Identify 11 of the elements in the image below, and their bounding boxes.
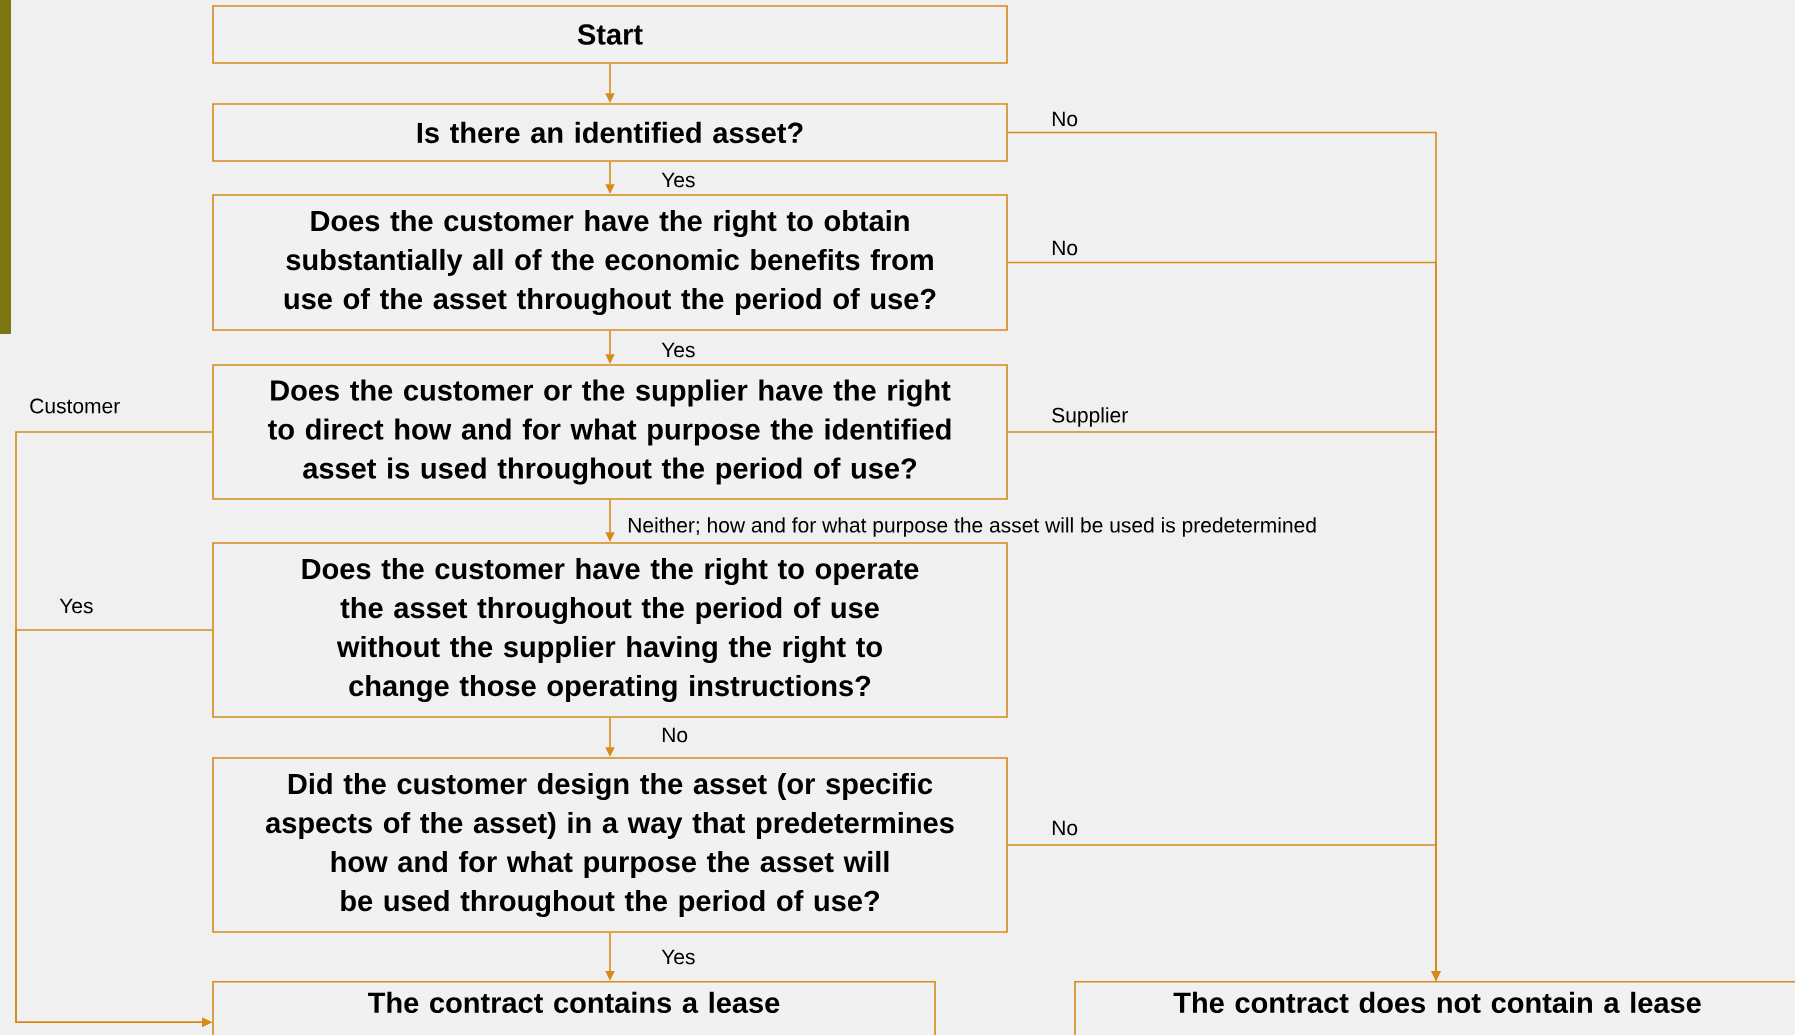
start-box: Start [212, 5, 1008, 64]
decision-box: Did the customer design the asset (or specific aspects of the asset) in a way that predetermines how and for what purpose the asset will be used throughout the period of use? [212, 757, 1008, 933]
result-box: The contract does not contain a lease [1074, 981, 1795, 1035]
result-box: The contract contains a lease [212, 981, 936, 1035]
edge-label: Supplier [1050, 406, 1130, 428]
arrow [15, 629, 213, 1027]
decision-box: Does the customer have the right to obtain substantially all of the economic benefits from use of the asset throughout the period of use? [212, 194, 1008, 331]
decision-box: Is there an identified asset? [212, 103, 1008, 162]
decision-box: Does the customer have the right to operate the asset throughout the period of use without the supplier having the right to change those operating instructions? [212, 542, 1008, 718]
edge-label: Neither; how and for what purpose the asset will be used is predetermined [626, 516, 1319, 538]
decision-box: Does the customer or the supplier have the right to direct how and for what purpose the identified asset is used throughout the period of use? [212, 364, 1008, 500]
